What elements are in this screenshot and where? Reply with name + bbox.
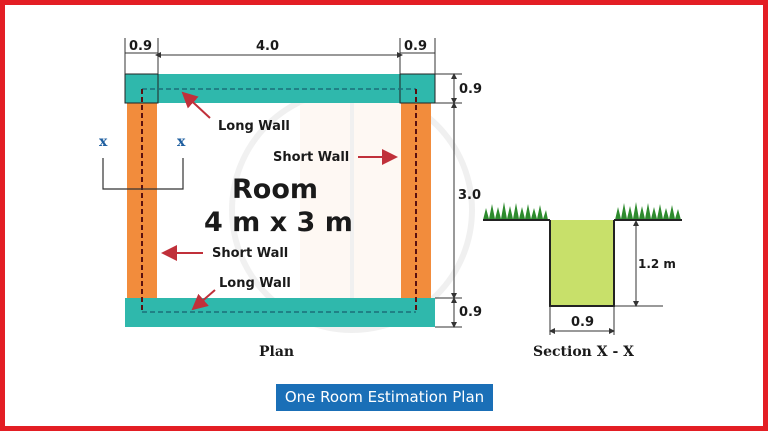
dim-top-center: 4.0	[256, 39, 279, 54]
section-width: 0.9	[571, 315, 594, 330]
dim-right-bottom: 0.9	[459, 305, 482, 320]
dim-right-center: 3.0	[458, 188, 481, 203]
caption-banner: One Room Estimation Plan	[276, 384, 493, 411]
room-size: 4 m x 3 m	[204, 207, 353, 238]
room-label: Room	[232, 174, 318, 205]
label-long-wall-bottom: Long Wall	[219, 276, 291, 291]
section-cut-line	[102, 158, 184, 190]
label-short-wall-right: Short Wall	[273, 150, 349, 165]
section-title: Section X - X	[533, 344, 634, 360]
trench	[550, 220, 614, 306]
dim-right-top: 0.9	[459, 82, 482, 97]
arrow-long-wall-bottom	[191, 289, 216, 311]
arrow-long-wall-top	[181, 91, 211, 119]
section-drawing: 1.2 m 0.9 Section X - X	[483, 202, 682, 360]
grass-right	[615, 202, 681, 220]
section-marker-left: x	[99, 134, 108, 150]
label-short-wall-left: Short Wall	[212, 246, 288, 261]
section-marker-right: x	[177, 134, 186, 150]
plan-drawing: x x Long Wall Short Wall Short Wall Long…	[99, 38, 482, 360]
dim-top-right: 0.9	[404, 39, 427, 54]
plan-title: Plan	[259, 344, 294, 360]
label-long-wall-top: Long Wall	[218, 119, 290, 134]
grass-left	[483, 202, 548, 220]
section-depth: 1.2 m	[638, 257, 676, 271]
dim-top-left: 0.9	[129, 39, 152, 54]
